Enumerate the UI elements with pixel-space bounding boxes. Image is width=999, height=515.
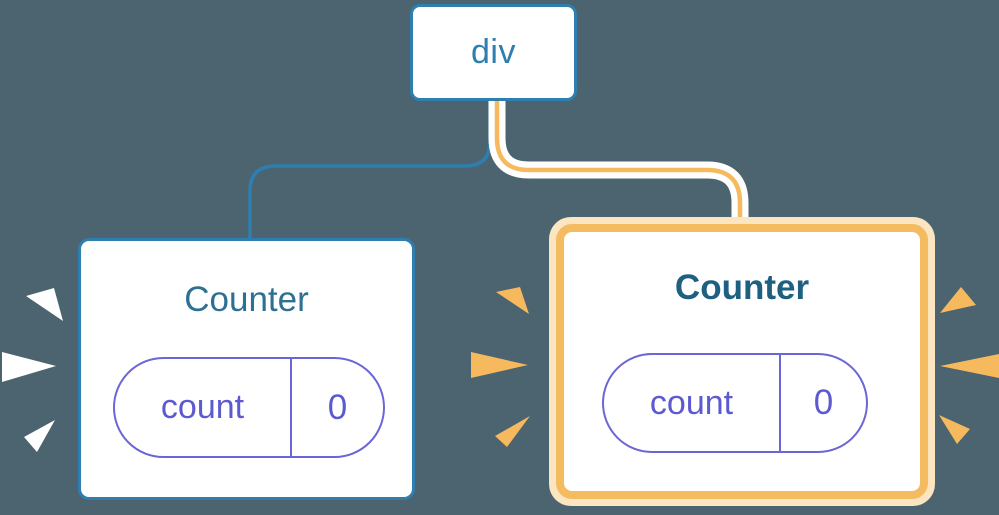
spark-icon — [2, 352, 56, 382]
state-key-label: count — [115, 359, 292, 456]
counter-title: Counter — [184, 280, 309, 319]
state-value: 0 — [813, 383, 834, 422]
counter-title: Counter — [674, 268, 810, 307]
spark-icon — [495, 416, 530, 447]
state-key-label: count — [604, 355, 781, 451]
spark-icon — [24, 420, 55, 452]
tree-node-div-label: div — [471, 33, 516, 71]
spark-icon — [939, 415, 970, 444]
state-pill: count 0 — [602, 353, 868, 453]
spark-icon — [471, 352, 528, 378]
spark-icon — [26, 288, 63, 321]
spark-icon — [940, 287, 976, 313]
state-value: 0 — [327, 387, 348, 427]
counter-card-left: Counter count 0 — [78, 238, 415, 500]
edge-casing-div-to-right-counter — [488, 100, 749, 224]
tree-node-div: div — [410, 4, 577, 101]
counter-card-right-highlight-halo: Counter count 0 — [549, 217, 935, 506]
edge-div-to-right-counter — [494, 100, 743, 226]
counter-card-right: Counter count 0 — [556, 224, 928, 499]
spark-icon — [496, 287, 529, 314]
spark-icon — [940, 354, 999, 378]
state-pill: count 0 — [113, 357, 385, 458]
edge-div-to-left-counter — [248, 100, 492, 240]
